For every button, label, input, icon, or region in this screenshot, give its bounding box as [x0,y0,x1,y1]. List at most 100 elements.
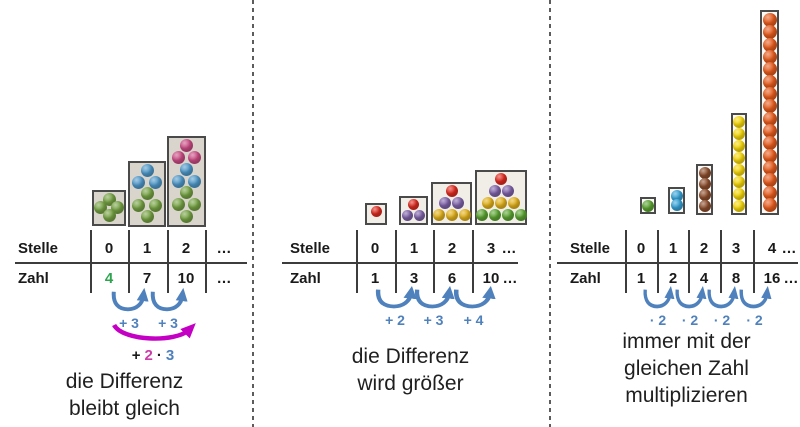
gold-candy-dot [445,209,458,221]
stelle-cell: 0 [370,240,380,257]
sum-label-three: 3 [165,347,175,364]
panel-separator-right [549,0,551,427]
caption-line: gleichen Zahl [624,357,749,380]
smarties-photo [640,197,656,214]
orange-candy-dot [762,111,777,126]
sum-label-plus: + [131,347,141,364]
green2-candy-dot [488,209,501,221]
zahl-ellipsis: … [502,270,518,287]
zahl-cell: 1 [370,270,380,287]
caption-line: immer mit der [622,330,751,353]
orange-candy-dot [762,173,777,188]
table-column-line [205,230,207,293]
table-column-line [90,230,92,293]
caption-line: die Differenz [65,370,184,393]
zahl-cell-highlight: 4 [104,270,114,287]
table-column-line [657,230,659,293]
row-label-stelle: Stelle [570,240,611,257]
yellow-candy-dot [733,176,745,188]
step-arrow [150,287,188,312]
smarties-photo [475,170,527,225]
stelle-cell: 2 [181,240,191,257]
table-column-line [472,230,474,293]
caption-panel-3: immer mit der gleichen Zahl multiplizier… [574,328,799,409]
red-candy-dot [370,206,382,217]
brown-candy-dot [698,178,711,190]
orange-candy-dot [762,87,777,101]
smarties-photo [696,164,713,215]
zahl-cell: 10 [177,270,195,287]
sum-arrow-label: +2·3 [108,347,198,364]
stelle-cell: 3 [486,240,496,257]
step-arrow [453,285,496,309]
gold-candy-dot [458,209,471,221]
orange-candy-dot [762,198,777,212]
purple-candy-dot [414,210,425,221]
step-arrow [414,285,455,309]
table-column-line [167,230,169,293]
step-arrow [375,285,417,309]
zahl-cell: 10 [482,270,500,287]
zahl-cell: 6 [447,270,457,287]
stelle-cell: 1 [668,240,678,257]
yellow-candy-dot [733,200,745,212]
row-label-zahl: Zahl [18,270,49,287]
sum-label-times: · [156,347,162,364]
orange-candy-dot [762,13,777,27]
smarties-photo [668,187,685,214]
zahl-cell: 1 [636,270,646,287]
step-arrow-label: + 3 [423,312,444,328]
table-column-line [128,230,130,293]
green-candy-dot [140,210,154,223]
green2-candy-dot [501,209,514,221]
row-label-stelle: Stelle [18,240,59,257]
step-arrow-label: · 2 [713,312,731,328]
purple-candy-dot [452,197,464,209]
green-candy-dot [132,198,146,212]
smarties-photo [731,113,747,215]
green-candy-dot [180,186,193,200]
zahl-cell: 2 [668,270,678,287]
caption-line: die Differenz [351,345,470,368]
purple-candy-dot [488,185,501,197]
stelle-cell: 0 [104,240,114,257]
step-arrow-label: + 2 [385,312,405,328]
brown-candy-dot [698,200,711,212]
stelle-ellipsis: … [501,240,517,257]
yellow-candy-dot [733,140,745,152]
pink-candy-dot [188,150,202,164]
yellow-candy-dot [733,116,745,128]
pink-candy-dot [171,150,185,164]
brown-candy-dot [698,167,711,179]
sum-arrow-magenta [112,323,196,341]
blue-candy-dot [148,175,162,189]
orange-candy-dot [762,161,777,175]
orange-candy-dot [762,37,777,52]
smarties-photo [399,196,428,225]
smarties-photo [92,190,126,226]
stelle-ellipsis: … [781,240,797,257]
orange-candy-dot [762,62,777,77]
orange-candy-dot [762,25,777,40]
green-candy-dot [148,198,162,212]
table-divider [282,262,518,264]
pink-candy-dot [180,139,193,152]
blue-candy-dot [188,174,202,188]
green-candy-dot [140,187,154,200]
step-arrow [675,285,707,309]
step-arrow [111,287,149,312]
orange-candy-dot [762,74,777,89]
caption-panel-2: die Differenz wird größer [298,343,523,397]
step-arrow [707,285,739,309]
step-arrow-label: · 2 [681,312,699,328]
zahl-cell: 8 [731,270,741,287]
table-divider [557,262,798,264]
stelle-cell: 4 [767,240,777,257]
gold-candy-dot [495,197,507,209]
step-arrow-label: · 2 [746,312,763,328]
step-arrow-label: · 2 [649,312,667,328]
